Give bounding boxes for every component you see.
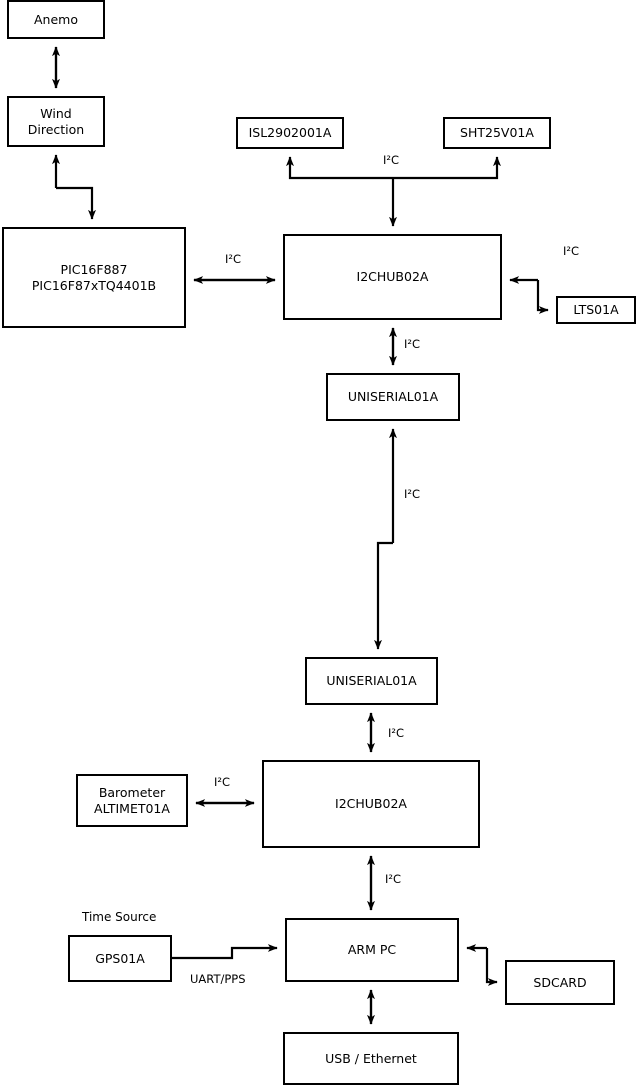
node-uniserial01a-upper[interactable]: UNISERIAL01A [326,373,460,421]
node-isl2902001a[interactable]: ISL2902001A [236,117,344,149]
node-pic-mcu[interactable]: PIC16F887 PIC16F87xTQ4401B [2,227,186,328]
node-wind-direction[interactable]: Wind Direction [7,96,105,147]
edge-label-sensors-hub: I²C [383,153,400,167]
node-usb-ethernet-label: USB / Ethernet [325,1050,417,1066]
node-usb-ethernet[interactable]: USB / Ethernet [283,1032,459,1085]
node-gps01a-label: GPS01A [95,950,145,966]
edge-label-hub-lts: I²C [563,244,580,258]
node-uniserial01a-upper-label: UNISERIAL01A [347,389,439,405]
edge-label-gps-armpc: UART/PPS [190,972,246,986]
node-uniserial01a-lower-label: UNISERIAL01A [326,673,417,689]
node-lts01a[interactable]: LTS01A [556,296,636,324]
node-anemo[interactable]: Anemo [7,0,105,39]
node-barometer-altimet01a-label: Barometer ALTIMET01A [94,784,170,816]
node-i2chub02a-top[interactable]: I2CHUB02A [283,234,502,320]
node-sdcard[interactable]: SDCARD [505,960,615,1005]
node-sht25v01a[interactable]: SHT25V01A [443,117,551,149]
node-isl2902001a-label: ISL2902001A [248,125,332,141]
node-barometer-altimet01a[interactable]: Barometer ALTIMET01A [76,774,188,827]
edge-label-pic-hub: I²C [225,252,242,266]
node-wind-direction-label: Wind Direction [27,105,85,137]
label-time-source: Time Source [82,910,157,924]
node-uniserial01a-lower[interactable]: UNISERIAL01A [305,657,438,705]
node-gps01a[interactable]: GPS01A [68,935,172,982]
node-arm-pc[interactable]: ARM PC [285,918,459,982]
node-pic-mcu-label: PIC16F887 PIC16F87xTQ4401B [31,261,157,293]
node-arm-pc-label: ARM PC [347,942,397,958]
edge-label-uniserial-hub-bottom: I²C [388,726,405,740]
edge-label-hub-armpc: I²C [385,872,402,886]
edge-label-hub-uniserial: I²C [404,337,421,351]
edge-label-uniserial-link: I²C [404,487,421,501]
node-sdcard-label: SDCARD [533,974,587,990]
node-lts01a-label: LTS01A [573,302,619,318]
node-i2chub02a-bottom-label: I2CHUB02A [335,796,407,812]
edge-label-barometer-hub: I²C [214,775,231,789]
node-i2chub02a-bottom[interactable]: I2CHUB02A [262,760,480,848]
node-anemo-label: Anemo [34,11,78,27]
node-sht25v01a-label: SHT25V01A [460,125,534,141]
node-i2chub02a-top-label: I2CHUB02A [356,269,429,285]
